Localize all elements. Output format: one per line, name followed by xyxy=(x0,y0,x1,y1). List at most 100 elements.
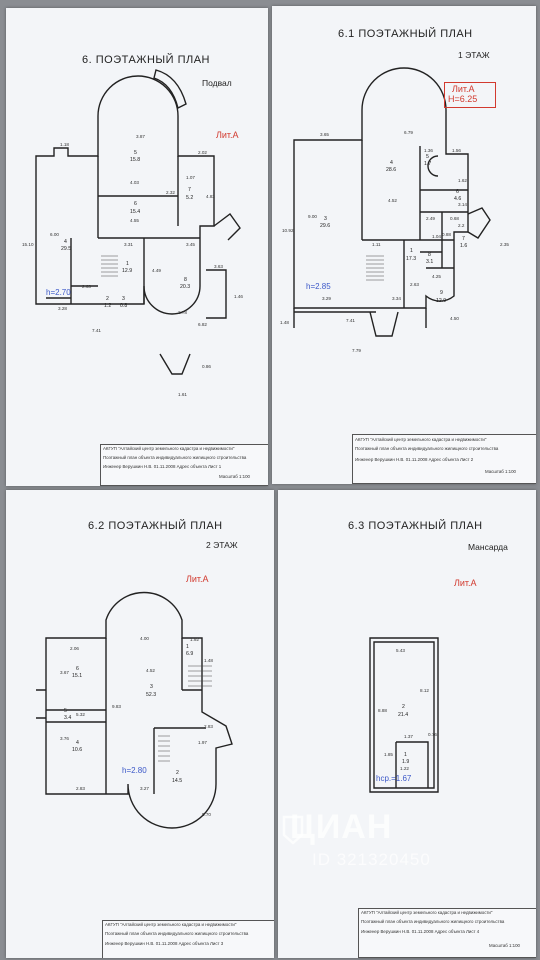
interior-wall xyxy=(395,741,429,788)
svg-text:14.5: 14.5 xyxy=(172,778,182,784)
svg-text:28.6: 28.6 xyxy=(386,167,396,173)
svg-text:2.63: 2.63 xyxy=(82,284,91,289)
lit-label: Лит.А xyxy=(454,578,477,588)
room-area: 0.8 xyxy=(120,303,127,309)
svg-text:3.63: 3.63 xyxy=(214,264,223,269)
svg-text:1.37: 1.37 xyxy=(404,734,413,739)
svg-text:1.6: 1.6 xyxy=(460,243,467,249)
lit-label: Лит.А xyxy=(186,574,209,584)
svg-text:1: 1 xyxy=(410,248,413,254)
svg-text:2.32: 2.32 xyxy=(166,190,175,195)
floor-plan-basement: 4 29.5 5 15.8 6 15.4 7 5.2 1 12.9 2 1.2 … xyxy=(22,69,243,397)
svg-text:3.27: 3.27 xyxy=(140,786,149,791)
floor-name: Мансарда xyxy=(468,542,508,552)
svg-text:1.92: 1.92 xyxy=(190,637,199,642)
dimension-labels: 5.43 8.88 8.12 1.37 1.85 1.22 0.76 xyxy=(378,648,437,771)
svg-text:10.6: 10.6 xyxy=(72,747,82,753)
room-labels: 2 21.4 1 1.9 xyxy=(398,704,409,765)
svg-text:21.4: 21.4 xyxy=(398,712,408,718)
lit-label: Лит.А xyxy=(216,130,239,140)
svg-text:9.83: 9.83 xyxy=(112,704,121,709)
room-area: 12.9 xyxy=(122,268,132,274)
plan-sheet-second-floor: 6 15.1 5 3.4 4 10.6 3 52.3 1 6.9 2 14.5 … xyxy=(6,490,274,958)
svg-text:3.67: 3.67 xyxy=(60,670,69,675)
floor-plan-attic: 2 21.4 1 1.9 5.43 8.88 8.12 1.37 1.85 1.… xyxy=(369,637,439,793)
svg-text:2.83: 2.83 xyxy=(76,786,85,791)
room-label: 3 xyxy=(122,296,125,302)
svg-text:1.9: 1.9 xyxy=(402,759,409,765)
dimension-labels: 4.00 2.06 3.67 4.52 9.83 5.32 3.76 2.83 … xyxy=(60,636,213,817)
floor-plan-first-floor: 3 29.6 4 28.6 5 1.7 6 4.6 1 17.3 8 3.1 7… xyxy=(280,67,509,353)
svg-text:3.29: 3.29 xyxy=(322,296,331,301)
room-area: 15.4 xyxy=(130,209,140,215)
svg-text:1.36: 1.36 xyxy=(424,148,433,153)
floor-plan-second-floor: 6 15.1 5 3.4 4 10.6 3 52.3 1 6.9 2 14.5 … xyxy=(36,591,233,829)
ceiling-height: h=2.80 xyxy=(122,766,147,775)
building-height: Н=6.25 xyxy=(448,94,478,104)
room-label: 4 xyxy=(64,239,67,245)
svg-text:2.06: 2.06 xyxy=(70,646,79,651)
svg-text:3.45: 3.45 xyxy=(186,242,195,247)
svg-text:6.00: 6.00 xyxy=(50,232,59,237)
svg-text:9.00: 9.00 xyxy=(308,214,317,219)
svg-text:3: 3 xyxy=(324,216,327,222)
svg-text:2.63: 2.63 xyxy=(410,282,419,287)
svg-text:8.88: 8.88 xyxy=(378,708,387,713)
room-area: 20.3 xyxy=(180,284,190,290)
svg-text:6: 6 xyxy=(76,666,79,672)
svg-text:1.11: 1.11 xyxy=(372,242,381,247)
svg-text:15.1: 15.1 xyxy=(72,673,82,679)
svg-text:4.25: 4.25 xyxy=(432,274,441,279)
svg-text:6.82: 6.82 xyxy=(198,322,207,327)
arc-bay xyxy=(153,69,187,110)
floor-name: Подвал xyxy=(202,78,232,88)
svg-text:4.50: 4.50 xyxy=(450,316,459,321)
ceiling-height: hср.=1.67 xyxy=(376,774,412,783)
wall-outline xyxy=(293,67,469,309)
room-labels: 6 15.1 5 3.4 4 10.6 3 52.3 1 6.9 2 14.5 xyxy=(64,644,193,784)
wall-outline xyxy=(45,591,233,829)
svg-text:4.55: 4.55 xyxy=(130,218,139,223)
svg-text:1: 1 xyxy=(186,644,189,650)
bay-wall xyxy=(206,213,241,319)
room-area: 15.8 xyxy=(130,157,140,163)
floor-name: 1 ЭТАЖ xyxy=(458,50,490,60)
svg-text:4.52: 4.52 xyxy=(388,198,397,203)
side-bay xyxy=(467,207,491,239)
svg-text:1: 1 xyxy=(404,752,407,758)
svg-text:0.86: 0.86 xyxy=(202,364,211,369)
svg-text:0.68: 0.68 xyxy=(450,216,459,221)
svg-text:1.48: 1.48 xyxy=(280,320,289,325)
svg-text:3.34: 3.34 xyxy=(392,296,401,301)
svg-text:4.6: 4.6 xyxy=(454,196,461,202)
svg-text:1.22: 1.22 xyxy=(400,766,409,771)
watermark-id: ID 321320450 xyxy=(312,850,431,869)
svg-text:0.76: 0.76 xyxy=(428,732,437,737)
dimension-labels: 1.18 3.87 2.02 15.10 6.00 4.03 4.55 3.31… xyxy=(22,134,243,397)
svg-text:8: 8 xyxy=(428,252,431,258)
svg-text:17.3: 17.3 xyxy=(406,256,416,262)
stairs xyxy=(158,665,212,762)
room-label: 6 xyxy=(134,201,137,207)
svg-text:4.83: 4.83 xyxy=(206,194,215,199)
red-stamp-frame xyxy=(444,82,496,108)
sheet-title: 6.2 ПОЭТАЖНЫЙ ПЛАН xyxy=(88,520,223,532)
svg-text:3.1: 3.1 xyxy=(426,259,433,265)
svg-text:1.56: 1.56 xyxy=(452,148,461,153)
svg-text:5.70: 5.70 xyxy=(202,812,211,817)
svg-text:2: 2 xyxy=(402,704,405,710)
svg-text:1.62: 1.62 xyxy=(458,178,467,183)
svg-text:52.3: 52.3 xyxy=(146,692,156,698)
room-label: 7 xyxy=(188,187,191,193)
svg-text:2.78: 2.78 xyxy=(178,310,187,315)
svg-text:4.00: 4.00 xyxy=(140,636,149,641)
svg-text:4.52: 4.52 xyxy=(146,668,155,673)
round-bay xyxy=(427,155,439,177)
svg-text:1.7: 1.7 xyxy=(424,161,431,167)
sheet-title: 6. ПОЭТАЖНЫЙ ПЛАН xyxy=(82,54,210,66)
svg-text:6.9: 6.9 xyxy=(186,651,193,657)
svg-text:2.35: 2.35 xyxy=(500,242,509,247)
room-label: 2 xyxy=(106,296,109,302)
svg-text:6: 6 xyxy=(456,189,459,195)
room-label: 1 xyxy=(126,261,129,267)
